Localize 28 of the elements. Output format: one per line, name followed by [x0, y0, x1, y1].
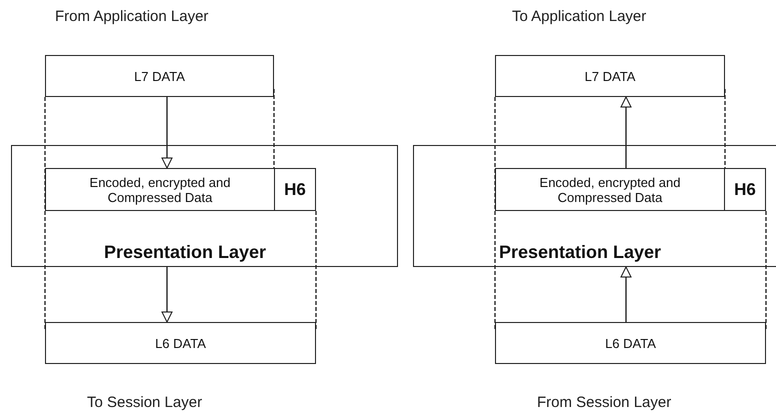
box-label: L6 DATA: [154, 336, 207, 350]
box-label: L7 DATA: [133, 68, 186, 84]
data-box: [45, 55, 274, 97]
box-label: Encoded, encrypted and Compressed Data: [538, 174, 682, 204]
header-box: [724, 168, 766, 211]
layer-box: [413, 145, 776, 267]
layer-caption: From Application Layer: [55, 8, 208, 25]
header-box: [274, 168, 316, 211]
box-label: Encoded, encrypted and Compressed Data: [88, 174, 232, 204]
layer-title: Presentation Layer: [499, 242, 662, 262]
header-label: H6: [733, 180, 757, 199]
box-label: L6 DATA: [604, 336, 657, 350]
header-label: H6: [283, 180, 307, 199]
data-box: [45, 322, 316, 364]
data-box: [495, 322, 766, 364]
layer-caption: To Application Layer: [512, 8, 646, 25]
layer-caption: From Session Layer: [537, 394, 672, 411]
layer-caption: To Session Layer: [87, 394, 202, 411]
data-box: [495, 168, 725, 211]
arrow: [620, 96, 632, 168]
box-label: L7 DATA: [584, 68, 636, 84]
layer-title: Presentation Layer: [104, 242, 266, 262]
arrow: [620, 266, 632, 322]
data-box: [45, 168, 275, 211]
layer-box: [11, 145, 398, 267]
arrow: [162, 97, 172, 168]
data-box: [495, 55, 725, 97]
arrow: [162, 267, 172, 322]
